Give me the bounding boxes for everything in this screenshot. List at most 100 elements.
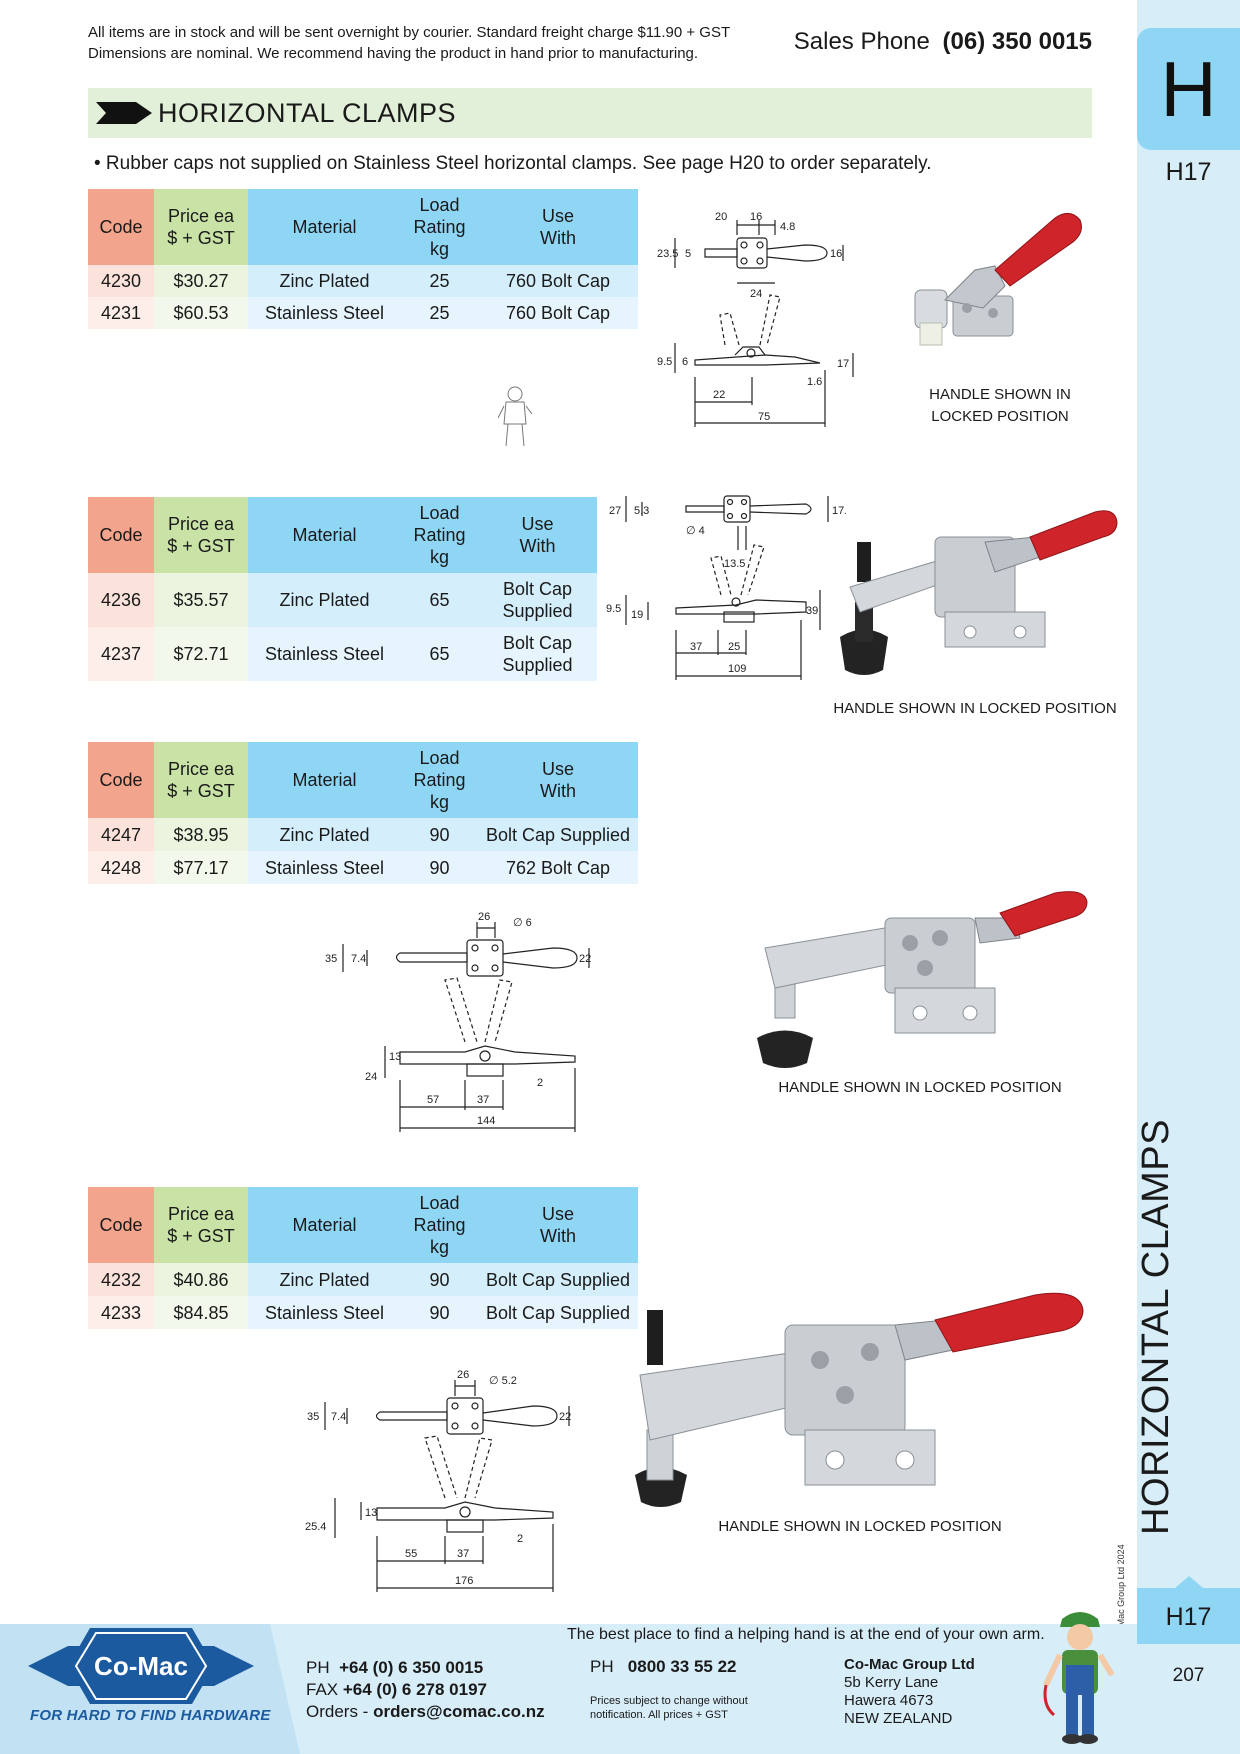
- page-title: HORIZONTAL CLAMPS: [158, 98, 457, 128]
- cell-use: 760 Bolt Cap: [478, 297, 638, 329]
- dim-label: 4.8: [780, 221, 795, 233]
- logo-text: Co-Mac: [94, 1651, 188, 1681]
- dim-label: 23.5: [657, 248, 678, 260]
- dim-label: 37: [477, 1094, 489, 1106]
- rubber-caps-note: • Rubber caps not supplied on Stainless …: [94, 153, 932, 174]
- cell-load: 65: [401, 627, 478, 681]
- col-price: Price ea$ + GST: [154, 1187, 248, 1263]
- col-material: Material: [248, 742, 401, 818]
- cell-load: 25: [401, 297, 478, 329]
- dim-label: 2: [537, 1077, 543, 1089]
- dim-label: 16: [750, 211, 762, 223]
- cell-price: $72.71: [154, 627, 248, 681]
- footer-tagline: The best place to find a helping hand is…: [567, 1626, 1045, 1643]
- table-row[interactable]: 4233 $84.85 Stainless Steel 90 Bolt Cap …: [88, 1296, 638, 1329]
- sales-phone-number[interactable]: (06) 350 0015: [942, 28, 1092, 55]
- dim-label: 5: [685, 248, 691, 260]
- cell-code: 4237: [88, 627, 154, 681]
- page-code-bottom: H17: [1165, 1603, 1212, 1631]
- table-row[interactable]: 4247 $38.95 Zinc Plated 90 Bolt Cap Supp…: [88, 818, 638, 851]
- col-price: Price ea$ + GST: [154, 742, 248, 818]
- col-material: Material: [248, 497, 401, 573]
- orders-email[interactable]: orders@comac.co.nz: [373, 1702, 545, 1721]
- dim-label: 55: [405, 1548, 417, 1560]
- cell-material: Zinc Plated: [248, 1263, 401, 1296]
- cell-code: 4248: [88, 851, 154, 884]
- table-row[interactable]: 4231 $60.53 Stainless Steel 25 760 Bolt …: [88, 297, 638, 329]
- page-code-tab: [1137, 1588, 1240, 1644]
- clamp-photo-4232: [635, 1292, 1084, 1507]
- dim-label: 13: [389, 1051, 401, 1063]
- dim-label: 22: [713, 389, 725, 401]
- dim-label: 20: [715, 211, 727, 223]
- col-code: Code: [88, 497, 154, 573]
- cell-load: 25: [401, 265, 478, 297]
- caption-locked-position-1: HANDLE SHOWN IN LOCKED POSITION: [929, 386, 1071, 425]
- dimension-drawing-4: 26 ∅ 5.2 35 7.4 22 13 25.4 2 55 37 176: [305, 1370, 571, 1592]
- dim-label: 13: [365, 1507, 377, 1519]
- section-vertical-text: HORIZONTAL CLAMPS: [1135, 1119, 1177, 1535]
- comac-logo[interactable]: Co-Mac: [28, 1628, 254, 1704]
- dim-label: 17.5: [832, 505, 846, 517]
- dim-label: 109: [728, 663, 746, 675]
- cell-material: Zinc Plated: [248, 818, 401, 851]
- cell-price: $77.17: [154, 851, 248, 884]
- dim-label: 26: [457, 1370, 469, 1381]
- dim-label: 75: [758, 411, 770, 423]
- cell-price: $35.57: [154, 573, 248, 627]
- table-row[interactable]: 4230 $30.27 Zinc Plated 25 760 Bolt Cap: [88, 265, 638, 297]
- cell-price: $84.85: [154, 1296, 248, 1329]
- cell-code: 4232: [88, 1263, 154, 1296]
- cell-use: Bolt Cap Supplied: [478, 1296, 638, 1329]
- freephone-number[interactable]: 0800 33 55 22: [627, 1657, 737, 1676]
- side-strip: [1137, 0, 1240, 1754]
- table-row[interactable]: 4248 $77.17 Stainless Steel 90 762 Bolt …: [88, 851, 638, 884]
- dim-label: 35: [325, 953, 337, 965]
- cell-use: Bolt Cap Supplied: [478, 818, 638, 851]
- dim-label: 37: [457, 1548, 469, 1560]
- cell-code: 4247: [88, 818, 154, 851]
- dim-label: 144: [477, 1115, 495, 1127]
- fax-number[interactable]: +64 (0) 6 278 0197: [342, 1680, 488, 1699]
- dim-label: 37: [690, 641, 702, 653]
- section-title-bar: HORIZONTAL CLAMPS: [88, 88, 1092, 138]
- mascot-handyman-icon: [1043, 1612, 1115, 1744]
- dim-label: 17: [837, 358, 849, 370]
- cell-load: 90: [401, 1263, 478, 1296]
- cell-material: Zinc Plated: [248, 265, 401, 297]
- col-material: Material: [248, 1187, 401, 1263]
- dim-label: 22: [559, 1411, 571, 1423]
- dim-label: 24: [750, 288, 762, 300]
- notice-line-2: Dimensions are nominal. We recommend hav…: [88, 45, 699, 62]
- cell-price: $30.27: [154, 265, 248, 297]
- dim-label: 24: [365, 1071, 377, 1083]
- logo-tagline: FOR HARD TO FIND HARDWARE: [30, 1707, 271, 1724]
- col-code: Code: [88, 742, 154, 818]
- dim-label: 57: [427, 1094, 439, 1106]
- company-name: Co-Mac Group Ltd: [844, 1656, 975, 1673]
- phone-number[interactable]: +64 (0) 6 350 0015: [339, 1658, 484, 1677]
- price-disclaimer: Prices subject to change without notific…: [590, 1695, 748, 1721]
- section-letter: H: [1160, 45, 1217, 133]
- contact-block: PH +64 (0) 6 350 0015 FAX +64 (0) 6 278 …: [306, 1657, 545, 1723]
- cell-material: Stainless Steel: [248, 627, 401, 681]
- table-row[interactable]: 4232 $40.86 Zinc Plated 90 Bolt Cap Supp…: [88, 1263, 638, 1296]
- col-code: Code: [88, 189, 154, 265]
- cell-load: 90: [401, 818, 478, 851]
- dim-label: 2: [517, 1533, 523, 1545]
- dim-label: 16: [830, 248, 842, 260]
